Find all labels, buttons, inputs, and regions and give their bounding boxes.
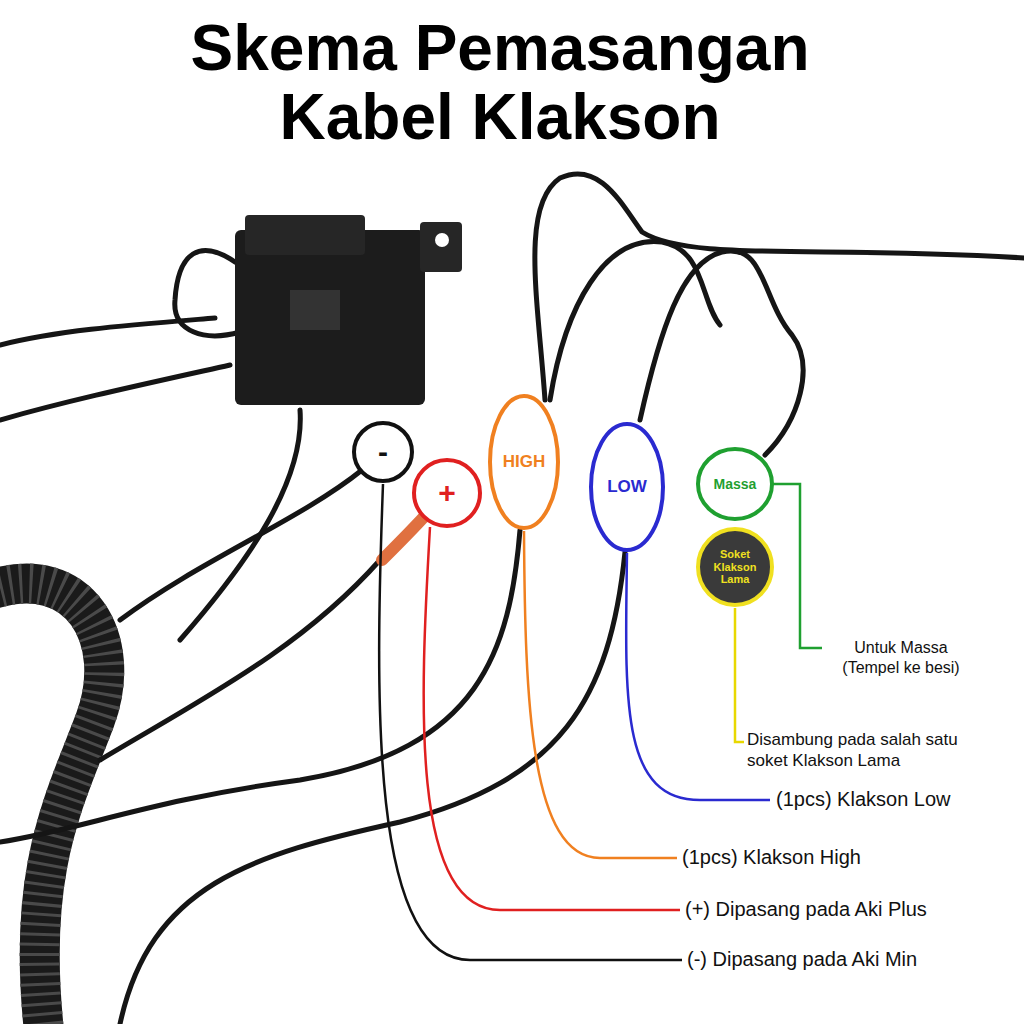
wire: [180, 410, 300, 640]
annotation-label: Disambung pada salah satu soket Klakson …: [747, 729, 979, 772]
leader-line: [524, 531, 677, 858]
wire: [120, 470, 362, 620]
callout-text-wrap: Massa: [703, 476, 767, 492]
annotation-label: (-) Dipasang pada Aki Min: [687, 947, 917, 972]
callout-text: -: [363, 435, 403, 470]
wire: [100, 560, 380, 760]
corrugated-cable: [0, 584, 104, 1024]
wire: [0, 365, 230, 420]
relay-tab: [420, 222, 462, 272]
leader-line: [773, 484, 822, 648]
callout-circle: -: [352, 421, 414, 483]
annotation-label: (1pcs) Klakson High: [682, 845, 861, 870]
callout-text-wrap: LOW: [596, 477, 658, 497]
callout-ellipse: [354, 423, 412, 481]
callout-text: HIGH: [495, 452, 553, 472]
callout-circle: +: [412, 458, 482, 528]
callout-circle: HIGH: [488, 394, 560, 530]
leader-line: [379, 484, 682, 960]
relay-cap: [245, 215, 365, 255]
annotation-label: (1pcs) Klakson Low: [776, 787, 951, 812]
relay-box: [235, 230, 425, 405]
leader-line: [424, 527, 680, 910]
corrugated-ribs: [0, 584, 104, 1024]
wire: [550, 242, 720, 400]
callout-text-wrap: HIGH: [495, 452, 553, 472]
title: Skema Pemasangan Kabel Klakson: [150, 14, 850, 152]
callout-text-wrap: Soket Klakson Lama: [708, 548, 762, 586]
callout-text-wrap: +: [425, 476, 469, 511]
wire: [0, 530, 520, 842]
wire: [640, 251, 803, 455]
callout-ellipse: [591, 424, 663, 550]
leader-line: [735, 608, 744, 742]
callout-circle: Massa: [696, 447, 774, 521]
callout-circle: LOW: [589, 422, 665, 552]
callout-ellipse: [698, 529, 772, 605]
relay-clip: [290, 290, 340, 330]
callout-text-wrap: -: [363, 435, 403, 470]
callout-circle: Soket Klakson Lama: [696, 527, 774, 607]
annotation-label: Untuk Massa (Tempel ke besi): [826, 638, 976, 678]
callout-text: Massa: [703, 476, 767, 492]
callout-ellipse: [414, 460, 480, 526]
callout-text: +: [425, 476, 469, 511]
annotation-label: (+) Dipasang pada Aki Plus: [685, 897, 927, 922]
wire: [535, 174, 1024, 400]
callout-ellipse: [490, 396, 558, 528]
wire: [175, 251, 240, 336]
relay-hole: [435, 233, 449, 247]
callout-text: Soket Klakson Lama: [708, 548, 762, 586]
callout-text: LOW: [596, 477, 658, 497]
callout-ellipse: [698, 449, 772, 519]
